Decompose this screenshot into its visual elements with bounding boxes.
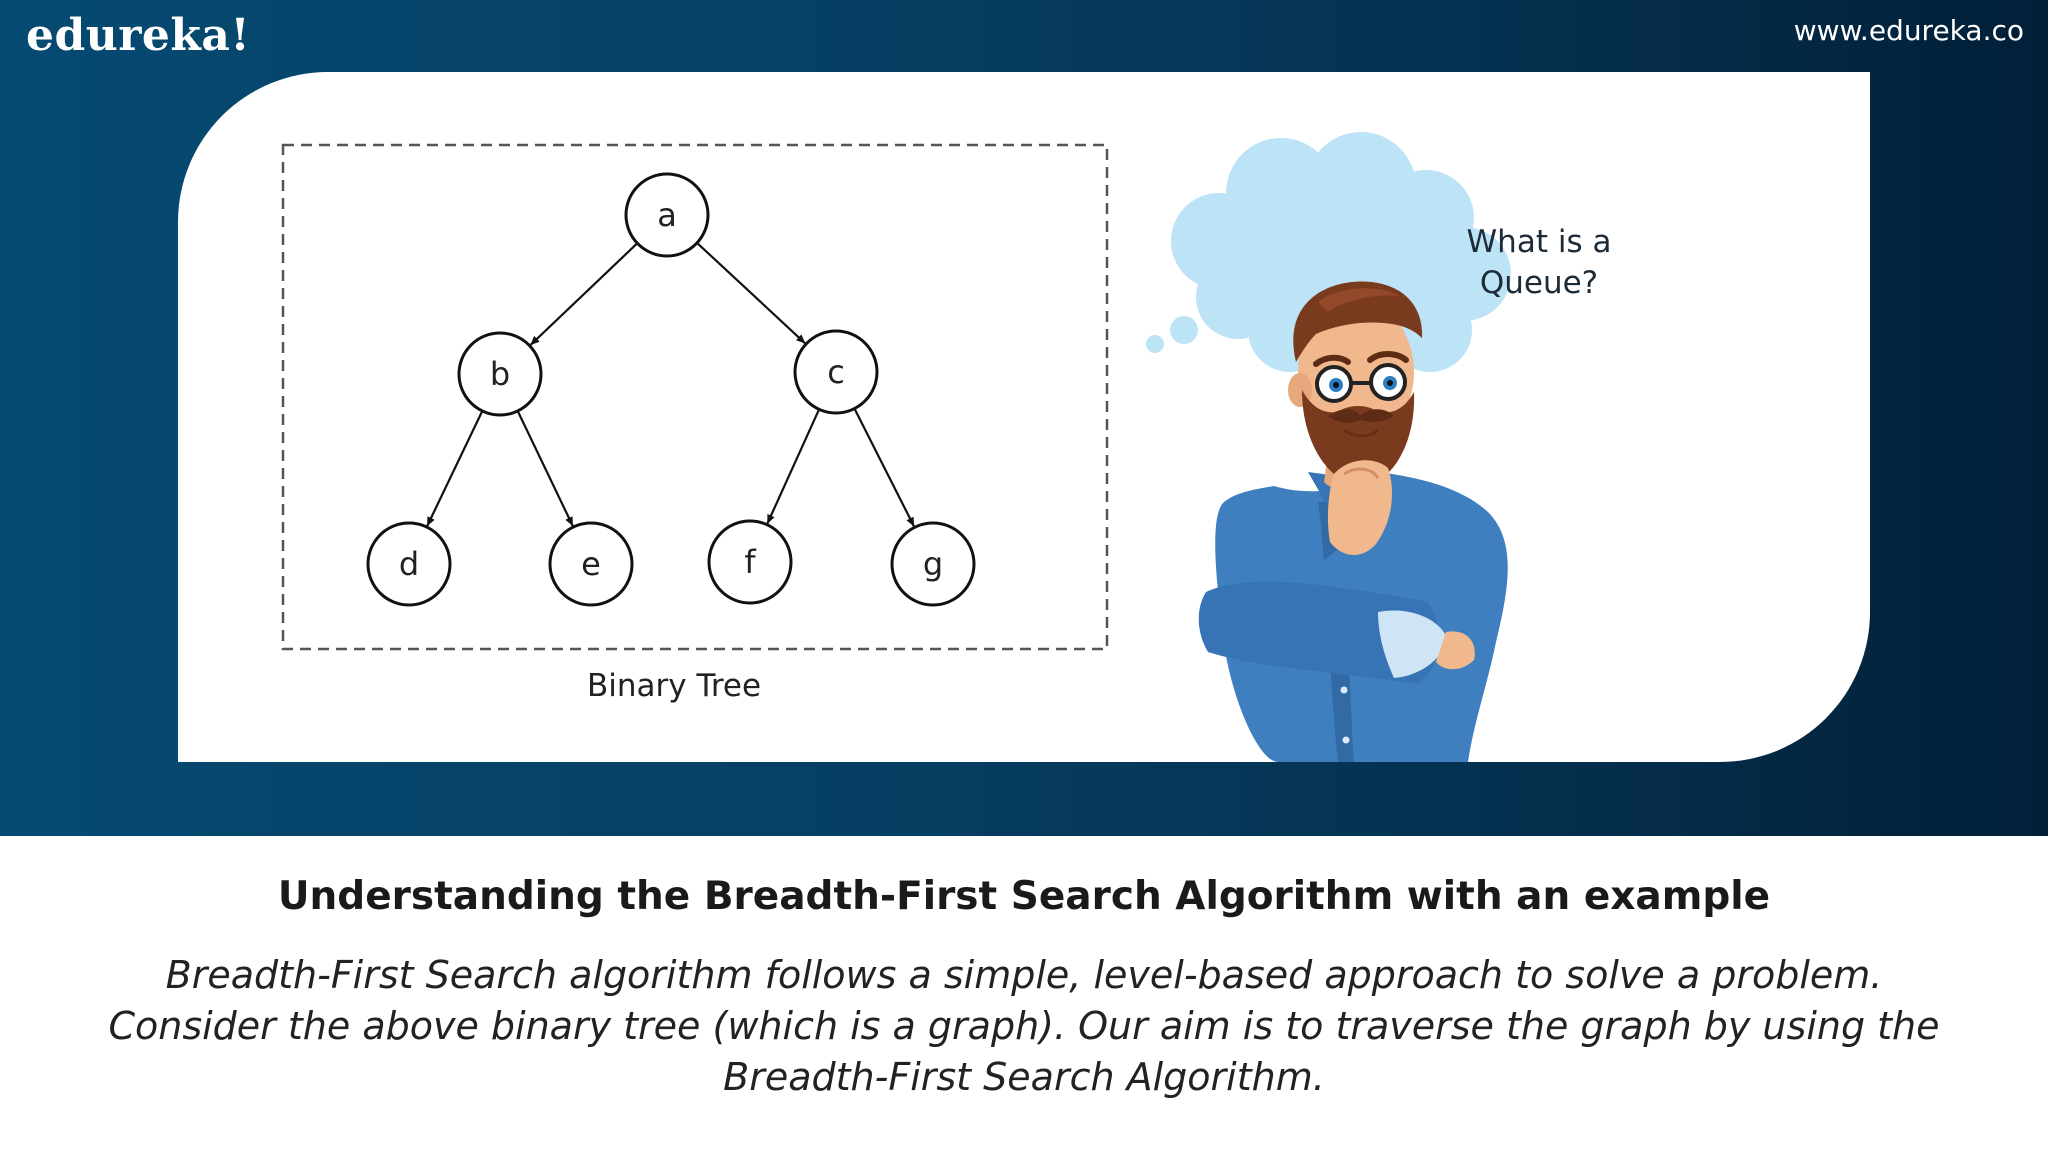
edge-b-d bbox=[426, 410, 484, 527]
node-circle-g bbox=[890, 521, 976, 607]
node-circle-a bbox=[624, 172, 710, 258]
tree-nodes: a b c d e f g bbox=[366, 172, 976, 607]
edge-b-e bbox=[516, 410, 574, 527]
tree-node-d: d bbox=[366, 521, 452, 607]
edge-a-c bbox=[696, 242, 806, 345]
cloud-line-2: Queue? bbox=[1480, 265, 1598, 301]
node-label-f: f bbox=[744, 543, 756, 581]
node-label-b: b bbox=[490, 355, 510, 393]
content-panel: a b c d e f g Binary Tree bbox=[178, 72, 1870, 762]
edge-a-b bbox=[529, 242, 639, 346]
node-label-e: e bbox=[581, 545, 601, 583]
slide-title: Understanding the Breadth-First Search A… bbox=[277, 874, 1771, 919]
tree-node-e: e bbox=[548, 521, 634, 607]
node-circle-f bbox=[707, 519, 793, 605]
node-circle-d bbox=[366, 521, 452, 607]
cloud-line-1: What is a bbox=[1467, 224, 1612, 260]
site-url: www.edureka.co bbox=[1793, 14, 2024, 47]
thinking-man-illustration bbox=[1198, 281, 1508, 762]
node-label-d: d bbox=[399, 545, 419, 583]
node-label-a: a bbox=[657, 196, 677, 234]
tree-node-g: g bbox=[890, 521, 976, 607]
node-circle-b bbox=[457, 331, 543, 417]
node-circle-c bbox=[793, 329, 879, 415]
node-label-g: g bbox=[923, 545, 943, 583]
tree-node-b: b bbox=[457, 331, 543, 417]
edge-c-f bbox=[766, 408, 821, 525]
tree-caption: Binary Tree bbox=[587, 668, 761, 704]
tree-node-f: f bbox=[707, 519, 793, 605]
node-label-c: c bbox=[827, 353, 845, 391]
slide-banner: edureka! www.edureka.co a b c d e f g Binary T… bbox=[0, 0, 2048, 836]
tree-frame bbox=[281, 143, 1109, 651]
tree-node-c: c bbox=[793, 329, 879, 415]
brand-logo: edureka! bbox=[26, 10, 251, 61]
tree-edges bbox=[426, 242, 916, 528]
tree-node-a: a bbox=[624, 172, 710, 258]
edge-c-g bbox=[853, 408, 916, 528]
node-circle-e bbox=[548, 521, 634, 607]
slide-illustration: a b c d e f g Binary Tree bbox=[281, 132, 1612, 762]
slide-description: Breadth-First Search algorithm follows a… bbox=[108, 953, 1940, 1099]
